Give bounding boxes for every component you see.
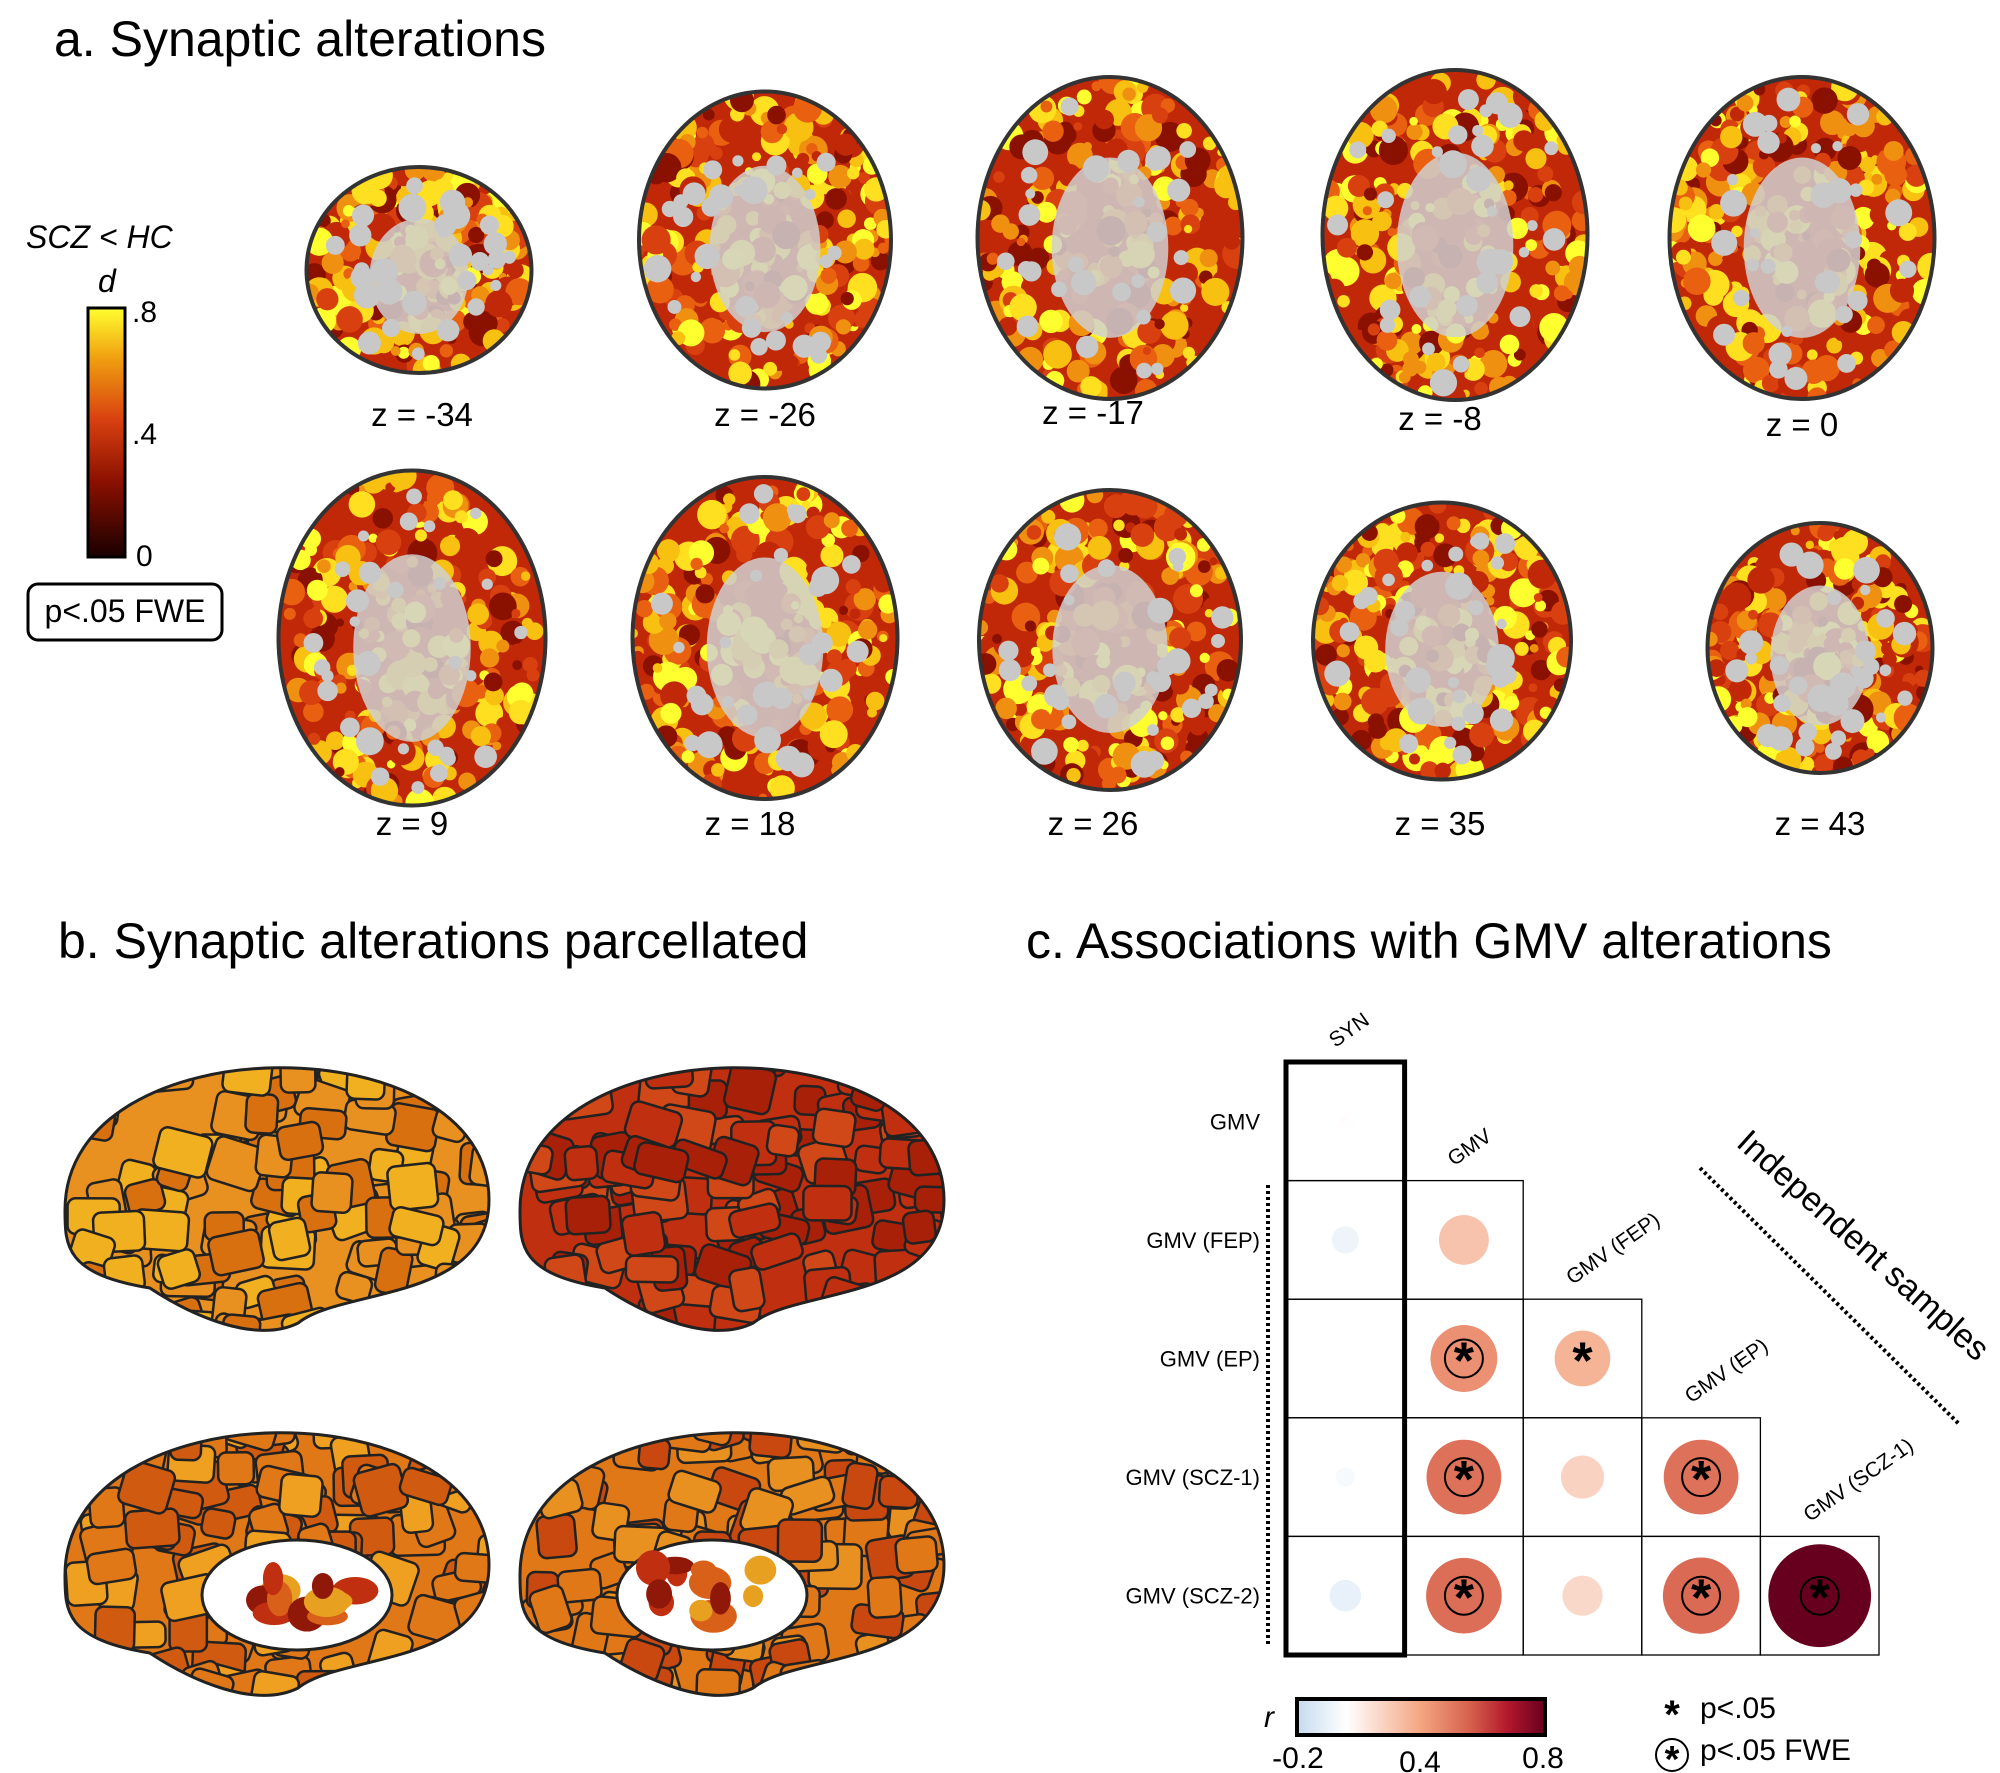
correlation-dot: [1554, 1330, 1611, 1387]
column-label: GMV: [1444, 1124, 1496, 1170]
r-tick-low: -0.2: [1272, 1742, 1324, 1773]
panel-a-title: a. Synaptic alterations: [54, 11, 546, 67]
cortical-surface: [518, 1066, 946, 1332]
slice-label: z = -26: [714, 396, 816, 433]
independent-samples-label: Independent samples: [1730, 1123, 1997, 1369]
axial-slice: z = 43: [1705, 521, 1935, 842]
fwe-ring-icon: [1799, 1575, 1840, 1616]
correlation-dot: [1663, 1439, 1739, 1515]
correlation-dot: [1341, 1354, 1350, 1363]
axial-slice: z = 0: [1667, 75, 1937, 443]
significance-asterisk-icon: *: [1691, 1570, 1712, 1628]
d-tick-high: .8: [132, 296, 157, 329]
axial-slice: z = -8: [1320, 68, 1590, 437]
slice-label: z = 26: [1048, 805, 1139, 842]
axial-slice: z = 18: [630, 475, 900, 842]
d-colorbar: [86, 306, 127, 559]
slice-label: z = -8: [1398, 400, 1481, 437]
correlation-dot: [1768, 1544, 1872, 1648]
significance-asterisk-icon: *: [1691, 1451, 1712, 1509]
column-label: SYN: [1325, 1008, 1374, 1052]
axial-slice: z = 9: [276, 468, 548, 842]
panel-c-title: c. Associations with GMV alterations: [1026, 913, 1832, 969]
axial-slices: z = -34 z = -26 z = -17 z = -8 z = 0 z = 9 z =…: [276, 68, 1937, 842]
fwe-ring-icon: [1681, 1575, 1722, 1616]
axial-slice: z = -34: [304, 165, 534, 433]
cortical-surfaces: [63, 1066, 946, 1697]
legend-p05: p<.05: [1700, 1692, 1776, 1725]
axial-slice: z = -17: [975, 75, 1245, 431]
correlation-dot: [1339, 1115, 1351, 1127]
correlation-dot: [1335, 1467, 1355, 1487]
column-label: GMV (SCZ-1): [1799, 1434, 1917, 1526]
correlation-dot: [1662, 1557, 1740, 1634]
correlation-dot: [1438, 1214, 1489, 1265]
legend-p05-fwe: p<.05 FWE: [1700, 1734, 1851, 1767]
slice-label: z = 43: [1775, 805, 1866, 842]
r-tick-high: 0.8: [1522, 1742, 1564, 1773]
d-tick-mid: .4: [132, 418, 157, 451]
row-label: GMV (EP): [1160, 1347, 1260, 1372]
significance-asterisk-icon: *: [1454, 1451, 1475, 1509]
fwe-ring-icon: [1443, 1457, 1484, 1498]
cortical-surface: [63, 1431, 491, 1697]
correlation-dot: [1560, 1455, 1605, 1499]
axial-slice: z = -26: [637, 89, 893, 433]
correlation-dot: [1562, 1575, 1603, 1616]
threshold-box: [26, 582, 224, 642]
fwe-ring-icon: [1443, 1575, 1484, 1616]
significance-asterisk-icon: *: [1810, 1570, 1831, 1628]
fwe-ring-icon: [1681, 1457, 1722, 1498]
slice-label: z = -34: [371, 396, 473, 433]
column-label: GMV (EP): [1681, 1334, 1773, 1408]
slice-label: z = 35: [1395, 805, 1486, 842]
row-label: GMV: [1210, 1109, 1260, 1134]
asterisk-icon: *: [1664, 1693, 1680, 1737]
slice-label: z = 9: [376, 805, 448, 842]
slice-label: z = -17: [1042, 394, 1144, 431]
colorbar-d-label: d: [98, 263, 117, 299]
r-colorbar-label: r: [1264, 1701, 1275, 1734]
circled-asterisk-icon: [1655, 1738, 1689, 1772]
row-label: GMV (FEP): [1146, 1228, 1260, 1253]
slice-label: z = 0: [1766, 406, 1838, 443]
correlation-dot: [1430, 1325, 1498, 1392]
d-tick-low: 0: [136, 540, 153, 573]
cortical-surface: [63, 1066, 491, 1332]
row-label: GMV (SCZ-2): [1126, 1584, 1260, 1609]
r-colorbar: [1295, 1697, 1547, 1737]
circled-asterisk-glyph: *: [1665, 1739, 1680, 1773]
independent-samples-line: [1698, 1166, 1962, 1427]
panel-b-title: b. Synaptic alterations parcellated: [58, 913, 808, 969]
significance-asterisk-icon: *: [1572, 1333, 1593, 1391]
correlation-dot: [1426, 1557, 1502, 1634]
contrast-label: SCZ < HC: [26, 219, 174, 255]
slice-label: z = 18: [705, 805, 796, 842]
cortical-surface: [518, 1431, 946, 1697]
fwe-ring-icon: [1443, 1338, 1484, 1379]
syn-column-highlight: [1283, 1059, 1408, 1658]
matrix-cell: [1759, 1535, 1880, 1656]
column-label: GMV (FEP): [1562, 1208, 1664, 1289]
significance-asterisk-icon: *: [1454, 1333, 1475, 1391]
correlation-dot: [1329, 1579, 1362, 1612]
axial-slice: z = 35: [1311, 500, 1573, 842]
axial-slice: z = 26: [977, 488, 1243, 842]
correlation-dot: [1426, 1439, 1502, 1515]
significance-asterisk-icon: *: [1454, 1570, 1475, 1628]
correlation-dot: [1331, 1226, 1359, 1254]
row-label: GMV (SCZ-1): [1126, 1465, 1260, 1490]
r-tick-mid: 0.4: [1399, 1746, 1441, 1773]
threshold-label: p<.05 FWE: [45, 593, 206, 629]
